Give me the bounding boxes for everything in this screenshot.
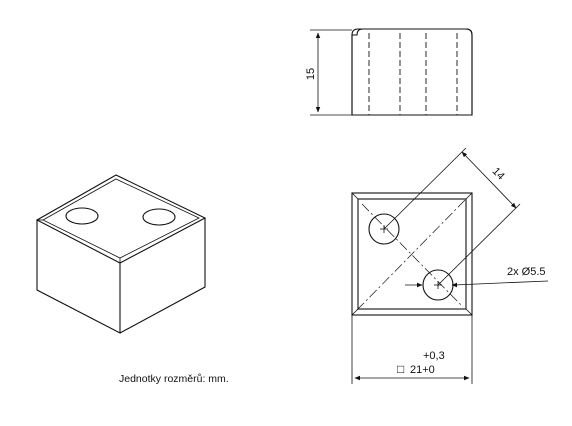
diagonal-dimension-label: 14 [490, 165, 507, 182]
hole-left [65, 207, 99, 225]
hole-diameter-label: 2x Ø5.5 [507, 266, 546, 278]
side-view: 15 [305, 28, 473, 116]
width-square-symbol: □ [397, 362, 404, 376]
isometric-view [35, 174, 207, 334]
width-nominal-label: 21+0 [410, 364, 435, 376]
height-dimension-label: 15 [305, 68, 317, 80]
width-tolerance-upper: +0,3 [423, 350, 445, 362]
top-hole-1 [368, 213, 400, 245]
units-note: Jednotky rozměrů: mm. [119, 373, 229, 385]
top-view: 14 2x Ø5.5 +0,3 □ 21+0 [351, 147, 549, 384]
hole-right [142, 208, 176, 226]
